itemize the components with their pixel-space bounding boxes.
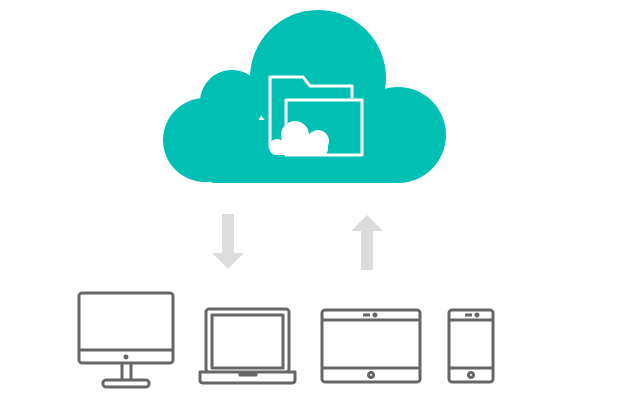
desktop-icon [77, 291, 175, 389]
folder-icon [268, 75, 364, 157]
small-cloud-icon [269, 121, 329, 155]
tablet-icon [320, 308, 422, 384]
upload-arrow-icon [351, 215, 383, 270]
laptop-icon [198, 307, 297, 385]
download-arrow-icon [212, 214, 244, 269]
cloud-icon [163, 10, 446, 183]
phone-icon [447, 308, 495, 384]
